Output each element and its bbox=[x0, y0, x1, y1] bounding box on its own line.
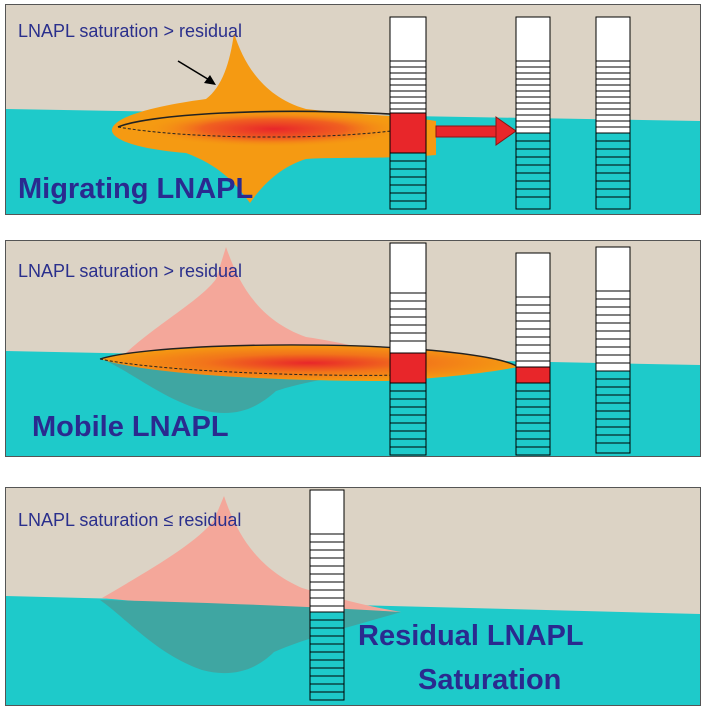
caption-prefix: LNAPL saturation bbox=[18, 510, 159, 530]
residual-plume bbox=[102, 496, 401, 613]
well-1 bbox=[389, 242, 427, 456]
caption-suffix: residual bbox=[178, 21, 243, 41]
caption-prefix: LNAPL saturation bbox=[18, 261, 159, 281]
panel-3-caption: LNAPL saturation ≤ residual bbox=[18, 510, 241, 531]
caption-symbol: ≤ bbox=[163, 510, 174, 530]
caption-symbol: > bbox=[163, 21, 174, 41]
water-table-line bbox=[117, 110, 407, 128]
well-3 bbox=[595, 16, 631, 210]
pointer-arrow bbox=[177, 60, 212, 82]
panel-mobile: LNAPL saturation > residual Mobile LNAPL bbox=[5, 240, 701, 457]
panel-1-caption: LNAPL saturation > residual bbox=[18, 21, 242, 42]
caption-prefix: LNAPL saturation bbox=[18, 21, 159, 41]
well-3 bbox=[595, 246, 631, 454]
caption-symbol: > bbox=[163, 261, 174, 281]
panel-2-caption: LNAPL saturation > residual bbox=[18, 261, 242, 282]
migrating-diagram bbox=[6, 16, 700, 214]
panel-2-title: Mobile LNAPL bbox=[32, 411, 229, 443]
lnapl-core bbox=[144, 111, 404, 147]
panel-1-title: Migrating LNAPL bbox=[18, 173, 254, 205]
well-1 bbox=[309, 489, 345, 701]
pointer-arrowhead bbox=[204, 75, 216, 85]
panel-3-title-line-1: Residual LNAPL bbox=[358, 620, 584, 652]
well-1 bbox=[389, 16, 427, 210]
panel-migrating: LNAPL saturation > residual Migrating LN… bbox=[5, 4, 701, 215]
flow-arrow-head bbox=[495, 116, 517, 146]
plume-outline-dashed bbox=[117, 126, 407, 138]
well-2 bbox=[515, 16, 551, 210]
residual-plume bbox=[126, 247, 386, 371]
residual-diagram bbox=[6, 489, 700, 705]
flow-arrow-shaft bbox=[435, 125, 499, 138]
lens-outline-lower bbox=[99, 358, 407, 376]
caption-suffix: residual bbox=[178, 510, 242, 530]
caption-suffix: residual bbox=[178, 261, 243, 281]
lens-outline bbox=[99, 344, 519, 368]
mobile-diagram bbox=[6, 242, 700, 456]
well-2 bbox=[515, 252, 551, 456]
panel-residual: LNAPL saturation ≤ residual Residual LNA… bbox=[5, 487, 701, 706]
panel-3-title-line-2: Saturation bbox=[418, 664, 562, 696]
